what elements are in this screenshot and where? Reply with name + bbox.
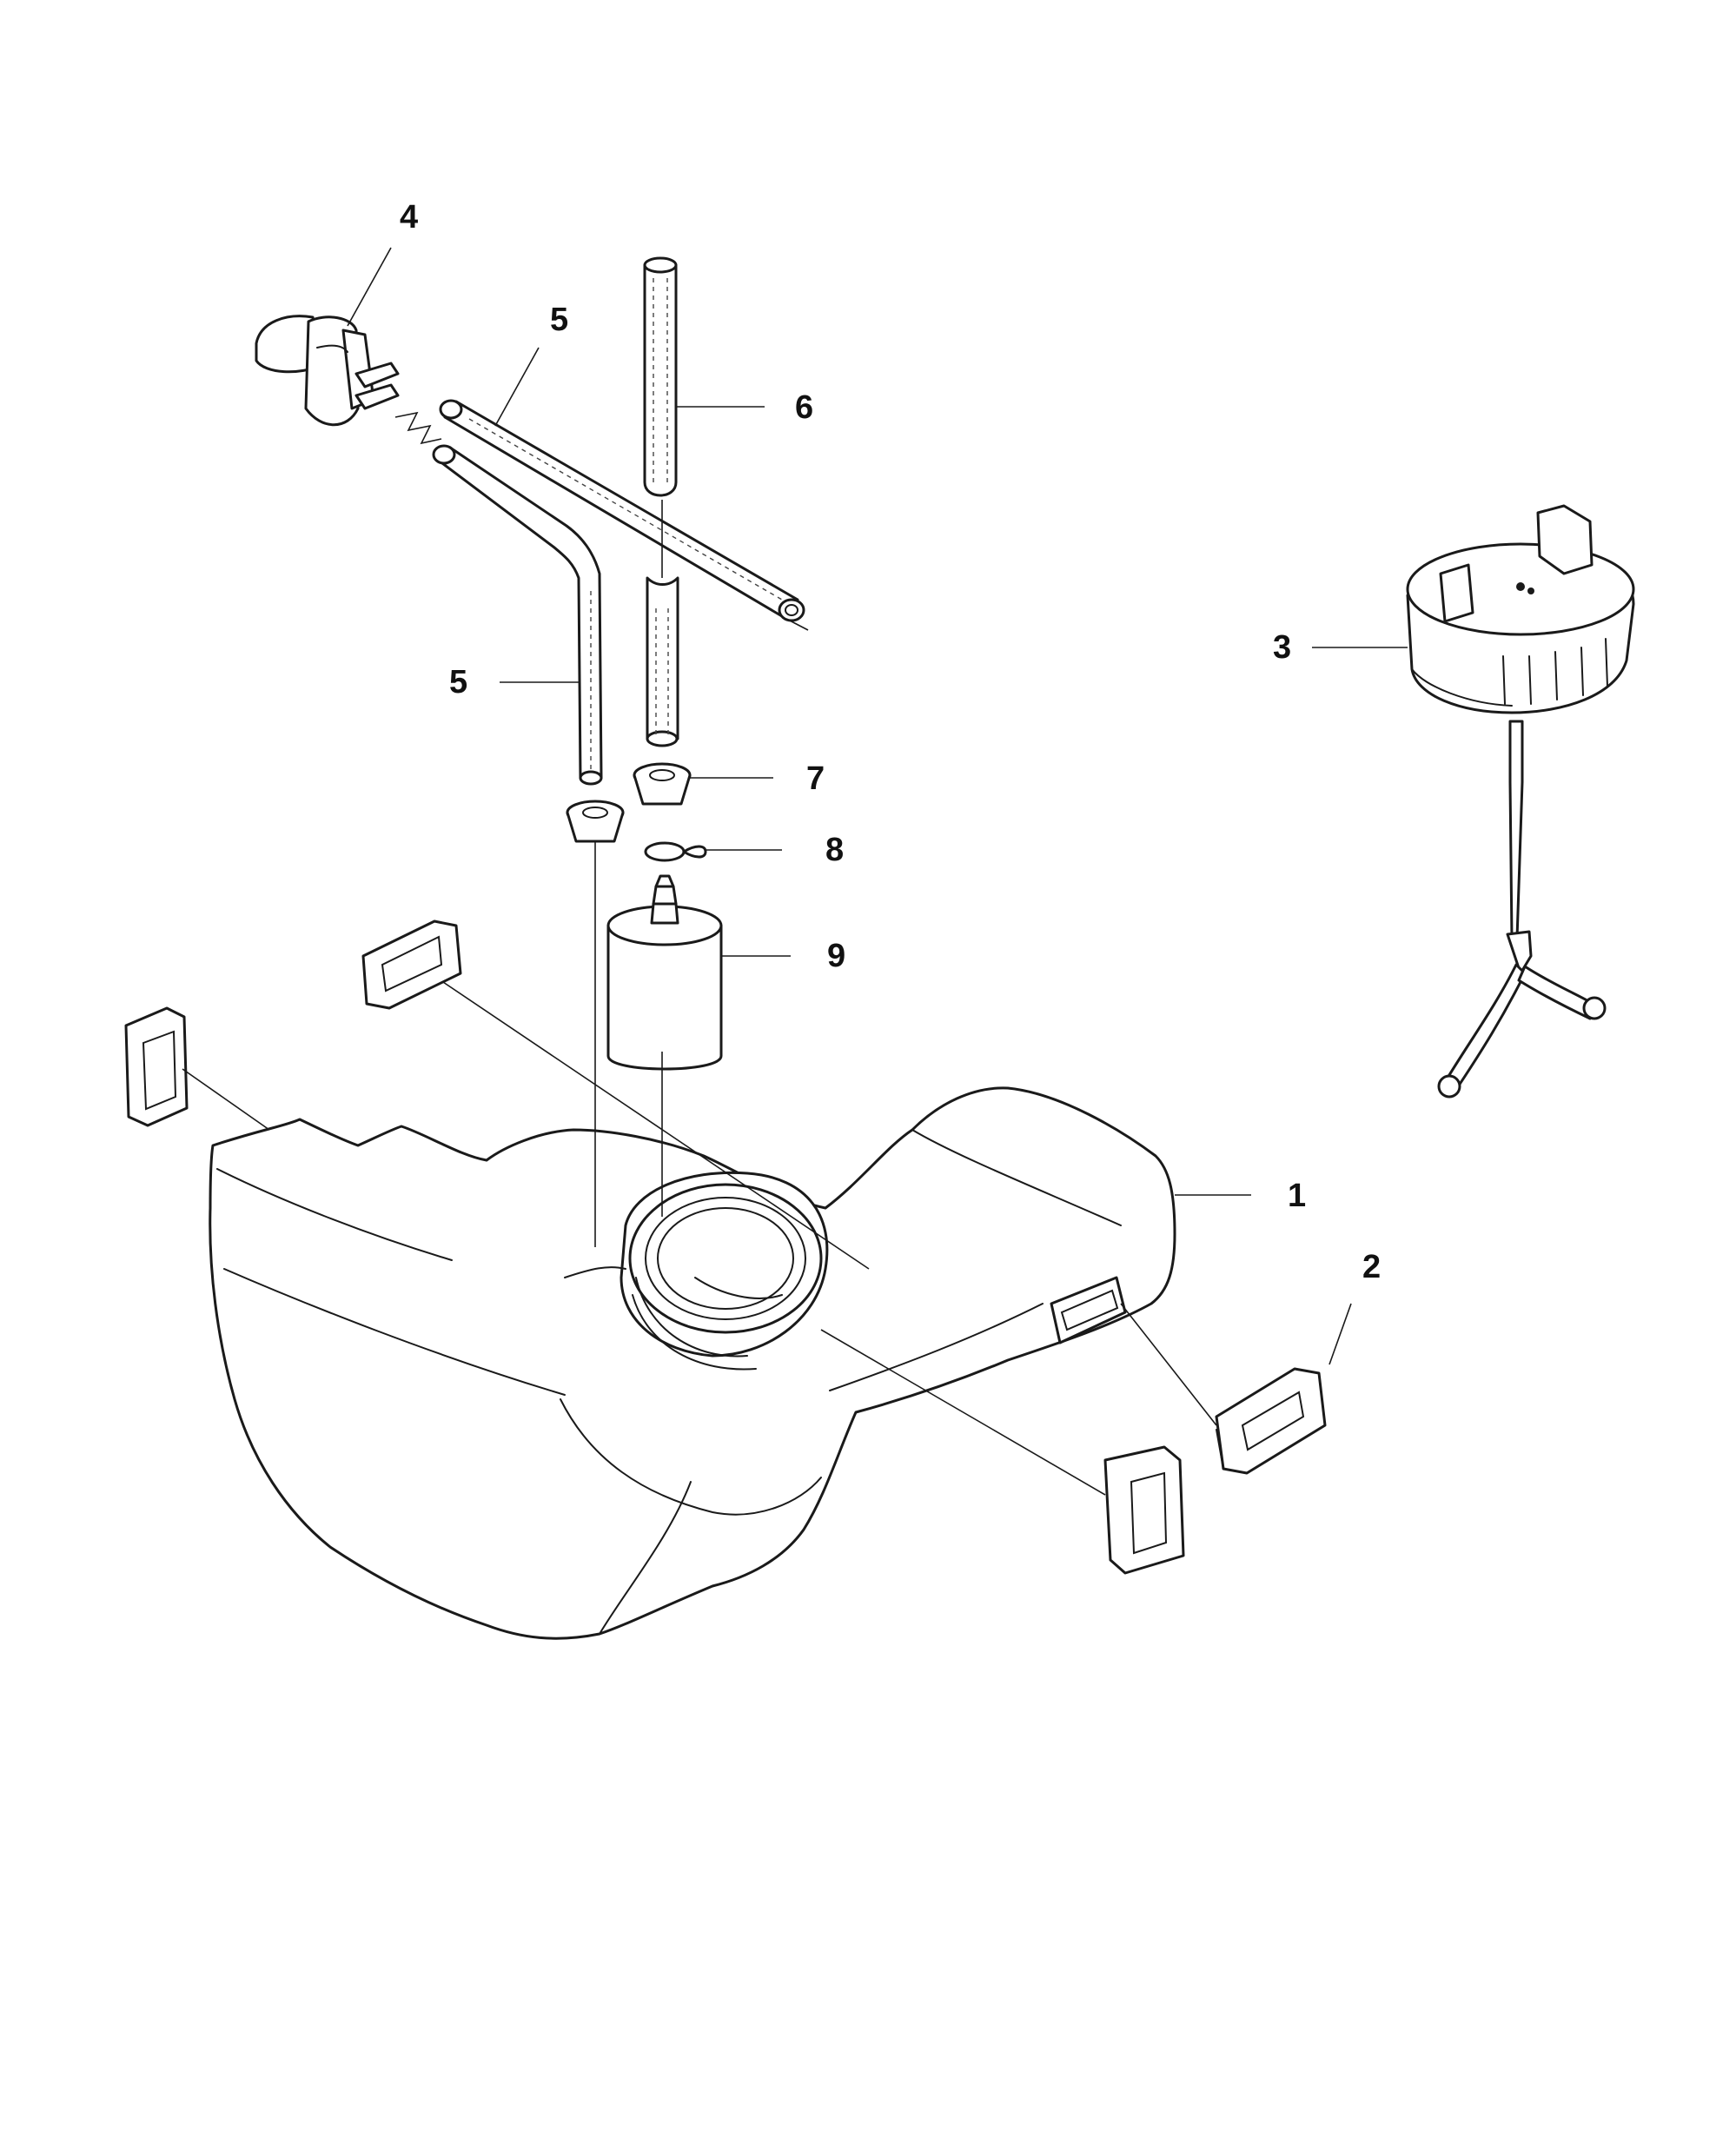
plug-right [1215, 1367, 1327, 1475]
leader-lines [347, 247, 1408, 1365]
callout-7: 7 [806, 760, 825, 797]
fuel-hose-part-5-upper[interactable] [439, 399, 805, 622]
hose-clamp-part-8[interactable] [644, 841, 707, 862]
hose-grommet-part-7[interactable] [566, 762, 692, 843]
fuel-hose-part-5-lower[interactable] [432, 444, 603, 786]
callout-5-lower: 5 [449, 664, 467, 700]
callout-2: 2 [1362, 1249, 1381, 1285]
assembly-lines [182, 411, 1217, 1496]
callout-8: 8 [825, 832, 844, 868]
plug-lower [1103, 1445, 1185, 1575]
fuel-tank-part-1[interactable] [209, 1086, 1176, 1640]
callout-6: 6 [795, 389, 813, 426]
vent-tube-part-6[interactable] [643, 256, 679, 747]
callouts: 1 2 3 4 5 5 6 7 8 9 [400, 199, 1381, 1285]
rubber-plug-part-2[interactable] [124, 919, 1327, 1575]
fuel-cap-part-3[interactable] [1406, 504, 1635, 1099]
callout-5-upper: 5 [550, 302, 568, 338]
callout-4: 4 [400, 199, 418, 236]
callout-3: 3 [1273, 629, 1291, 666]
callout-9: 9 [827, 938, 845, 974]
fuel-filter-part-9[interactable] [606, 874, 723, 1071]
callout-1: 1 [1288, 1178, 1306, 1214]
plug-left-2 [124, 1006, 189, 1127]
plug-left-1 [361, 919, 462, 1010]
primer-bulb-part-4[interactable] [255, 315, 400, 427]
